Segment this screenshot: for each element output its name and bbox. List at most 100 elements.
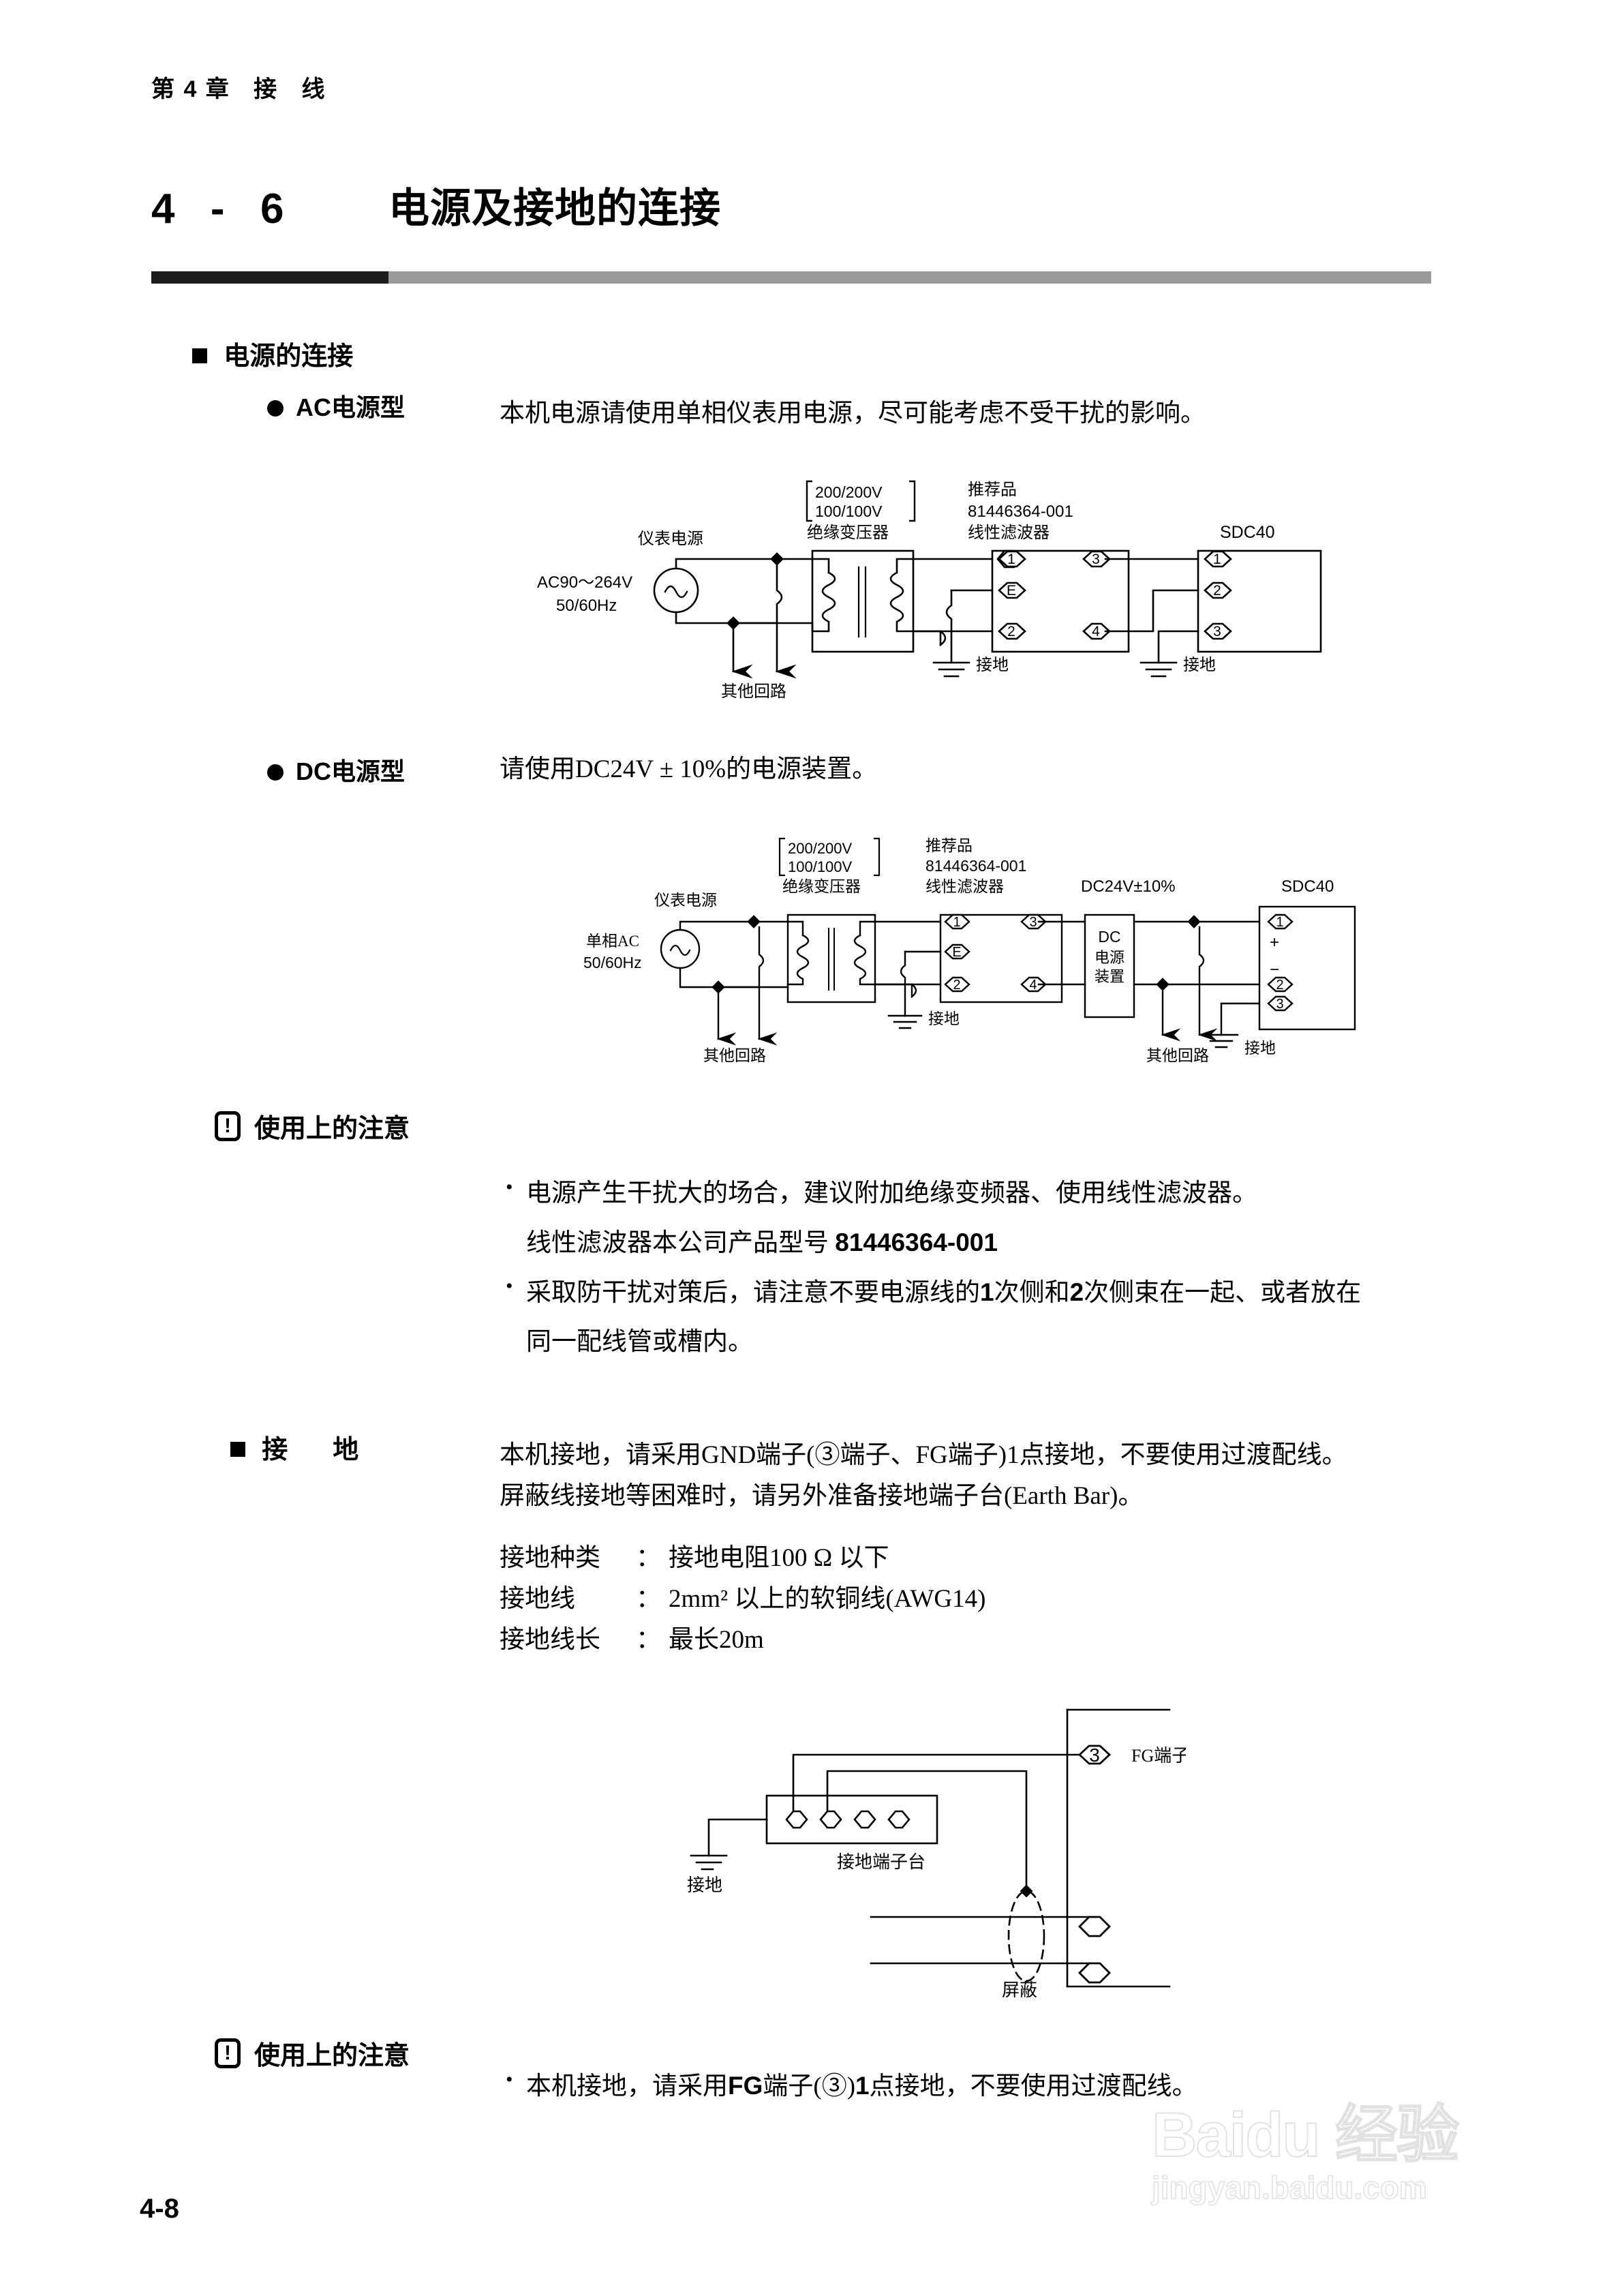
spec-value: 接地电阻100 Ω 以下 xyxy=(669,1544,889,1572)
fg-terminal-label: FG端子 xyxy=(1131,1746,1186,1766)
square-bullet-icon xyxy=(230,1442,246,1457)
dc-device-name: SDC40 xyxy=(1281,877,1334,896)
title-rule-dark xyxy=(151,271,388,284)
ac-other-circuit-label: 其他回路 xyxy=(721,682,786,701)
ac-device-terminal-3: 3 xyxy=(1213,624,1221,639)
dc-source-label: 仪表电源 xyxy=(654,892,717,909)
dc-device-terminal-3: 3 xyxy=(1276,997,1283,1012)
watermark: Baidu 经验 jingyan.baidu.com xyxy=(1151,2100,1460,2205)
dc-filter-model: 81446364-001 xyxy=(925,857,1026,875)
caution-item: 本机接地，请采用FG端子(③)1点接地，不要使用过渡配线。 xyxy=(502,2060,1456,2111)
dc-ground-device-label: 接地 xyxy=(1244,1040,1276,1057)
ac-filter-terminal-1: 1 xyxy=(1007,552,1015,567)
ac-source-label: 仪表电源 xyxy=(638,530,703,548)
dc-polarity-minus: − xyxy=(1270,961,1279,979)
dc-filter-name: 线性滤波器 xyxy=(925,878,1004,895)
caution-heading-power: ! 使用上的注意 xyxy=(215,1107,410,1145)
caution-heading-grounding: ! 使用上的注意 xyxy=(215,2034,410,2072)
heading-power-connection: 电源的连接 xyxy=(164,305,353,402)
dc-psu-line-3: 装置 xyxy=(1095,968,1124,985)
dc-device-terminal-2: 2 xyxy=(1276,978,1283,993)
spec-key: 接地线 xyxy=(500,1584,575,1613)
caution-item-continuation: 同一配线管或槽内。 xyxy=(526,1328,753,1357)
dc-wiring-diagram: 1 E 2 3 4 xyxy=(559,818,1363,1070)
spec-row: 接地线长 ： 最长20m xyxy=(500,1620,985,1661)
caution-item: 电源产生干扰大的场合，建议附加绝缘变频器、使用线性滤波器。 xyxy=(502,1168,1456,1218)
earth-bar-diagram: 3 FG端子 接地端子台 接地 屏蔽 xyxy=(682,1663,1186,1997)
spec-colon: ： xyxy=(636,1584,661,1613)
round-bullet-icon xyxy=(267,400,284,417)
earth-ground-label: 接地 xyxy=(687,1875,722,1895)
ac-filter-model: 81446364-001 xyxy=(968,502,1073,521)
dc-psu-title: DC24V±10% xyxy=(1081,877,1176,896)
ac-filter-terminal-4: 4 xyxy=(1092,624,1100,639)
page-title: 电源及接地的连接 xyxy=(388,185,721,231)
dc-ground-filter-label: 接地 xyxy=(928,1010,960,1027)
caution-list-grounding: 本机接地，请采用FG端子(③)1点接地，不要使用过渡配线。 xyxy=(502,2060,1456,2111)
ac-source-voltage: AC90～264V xyxy=(537,573,632,592)
ac-transformer-ratio-bottom: 100/100V xyxy=(815,502,883,520)
ac-transformer-name: 绝缘变压器 xyxy=(807,524,889,542)
heading-ac-power-type: AC电源型 xyxy=(240,359,405,452)
caution-item-continuation: 线性滤波器本公司产品型号 81446364-001 xyxy=(526,1228,998,1258)
grounding-body-line-1: 本机接地，请采用GND端子(③端子、FG端子)1点接地，不要使用过渡配线。 xyxy=(500,1441,1347,1469)
spec-colon: ： xyxy=(636,1625,661,1654)
dc-transformer-name: 绝缘变压器 xyxy=(782,878,861,895)
ac-body-text: 本机电源请使用单相仪表用电源，尽可能考虑不受干扰的影响。 xyxy=(500,399,1206,427)
spec-key: 接地种类 xyxy=(500,1544,600,1572)
shield-label: 屏蔽 xyxy=(1002,1980,1037,1997)
square-bullet-icon xyxy=(192,348,208,363)
dc-transformer-ratio-top: 200/200V xyxy=(788,840,853,857)
dc-psu-line-1: DC xyxy=(1098,928,1120,946)
dc-filter-rec: 推荐品 xyxy=(925,837,973,854)
dc-transformer-ratio-bottom: 100/100V xyxy=(788,858,853,875)
ac-filter-name: 线性滤波器 xyxy=(968,524,1050,542)
running-header: 第 4 章 接 线 xyxy=(151,76,326,102)
ac-filter-rec: 推荐品 xyxy=(968,481,1017,499)
dc-filter-terminal-3: 3 xyxy=(1029,915,1037,930)
dc-filter-terminal-E: E xyxy=(952,945,961,960)
dc-other-circuit-right: 其他回路 xyxy=(1146,1047,1209,1064)
earth-bar-label: 接地端子台 xyxy=(837,1852,925,1872)
dc-other-circuit-left: 其他回路 xyxy=(703,1047,766,1064)
ac-device-terminal-1: 1 xyxy=(1213,552,1221,567)
watermark-line-2: jingyan.baidu.com xyxy=(1151,2170,1428,2205)
ac-wiring-diagram: 1 E 2 3 4 xyxy=(504,470,1349,702)
dc-filter-terminal-2: 2 xyxy=(953,978,960,993)
spec-row: 接地线 ： 2mm² 以上的软铜线(AWG14) xyxy=(500,1579,985,1620)
ac-ground-device-label: 接地 xyxy=(1183,656,1216,674)
ac-source-freq: 50/60Hz xyxy=(556,596,617,615)
dc-source-voltage: 单相AC xyxy=(586,933,639,950)
round-bullet-icon xyxy=(267,764,284,781)
spec-value: 最长20m xyxy=(669,1625,764,1654)
dc-polarity-plus: + xyxy=(1270,933,1279,952)
fg-terminal-number: 3 xyxy=(1089,1744,1100,1766)
ac-ground-filter-label: 接地 xyxy=(976,656,1009,674)
ac-filter-terminal-3: 3 xyxy=(1092,552,1100,567)
caution-list-power: 电源产生干扰大的场合，建议附加绝缘变频器、使用线性滤波器。 线性滤波器本公司产品… xyxy=(502,1168,1456,1368)
dc-body-text: 请使用DC24V ± 10%的电源装置。 xyxy=(500,755,878,783)
grounding-spec-list: 接地种类 ： 接地电阻100 Ω 以下 接地线 ： 2mm² 以上的软铜线(AW… xyxy=(500,1538,985,1661)
watermark-line-1: Baidu 经验 xyxy=(1151,2100,1460,2170)
dc-source-freq: 50/60Hz xyxy=(583,954,642,971)
ac-device-name: SDC40 xyxy=(1220,523,1275,542)
grounding-body: 本机接地，请采用GND端子(③端子、FG端子)1点接地，不要使用过渡配线。 屏蔽… xyxy=(500,1435,1347,1517)
ac-device-terminal-2: 2 xyxy=(1213,583,1221,599)
spec-key: 接地线长 xyxy=(500,1625,600,1654)
spec-row: 接地种类 ： 接地电阻100 Ω 以下 xyxy=(500,1538,985,1579)
section-number: 4 - 6 xyxy=(151,185,288,232)
heading-dc-power-type: DC电源型 xyxy=(240,723,405,816)
page-number: 4-8 xyxy=(140,2194,179,2224)
exclamation-icon: ! xyxy=(215,1111,241,1141)
ac-filter-terminal-E: E xyxy=(1007,583,1016,599)
dc-psu-line-2: 电源 xyxy=(1095,949,1124,966)
ac-transformer-ratio-top: 200/200V xyxy=(815,483,883,501)
heading-grounding: 接 地 xyxy=(164,1399,368,1495)
dc-filter-terminal-4: 4 xyxy=(1029,978,1037,993)
ac-filter-terminal-2: 2 xyxy=(1007,624,1015,639)
grounding-body-line-2: 屏蔽线接地等困难时，请另外准备接地端子台(Earth Bar)。 xyxy=(500,1481,1144,1510)
dc-filter-terminal-1: 1 xyxy=(953,915,960,930)
caution-item: 采取防干扰对策后，请注意不要电源线的1次侧和2次侧束在一起、或者放在 xyxy=(502,1267,1456,1318)
spec-value: 2mm² 以上的软铜线(AWG14) xyxy=(669,1584,986,1613)
